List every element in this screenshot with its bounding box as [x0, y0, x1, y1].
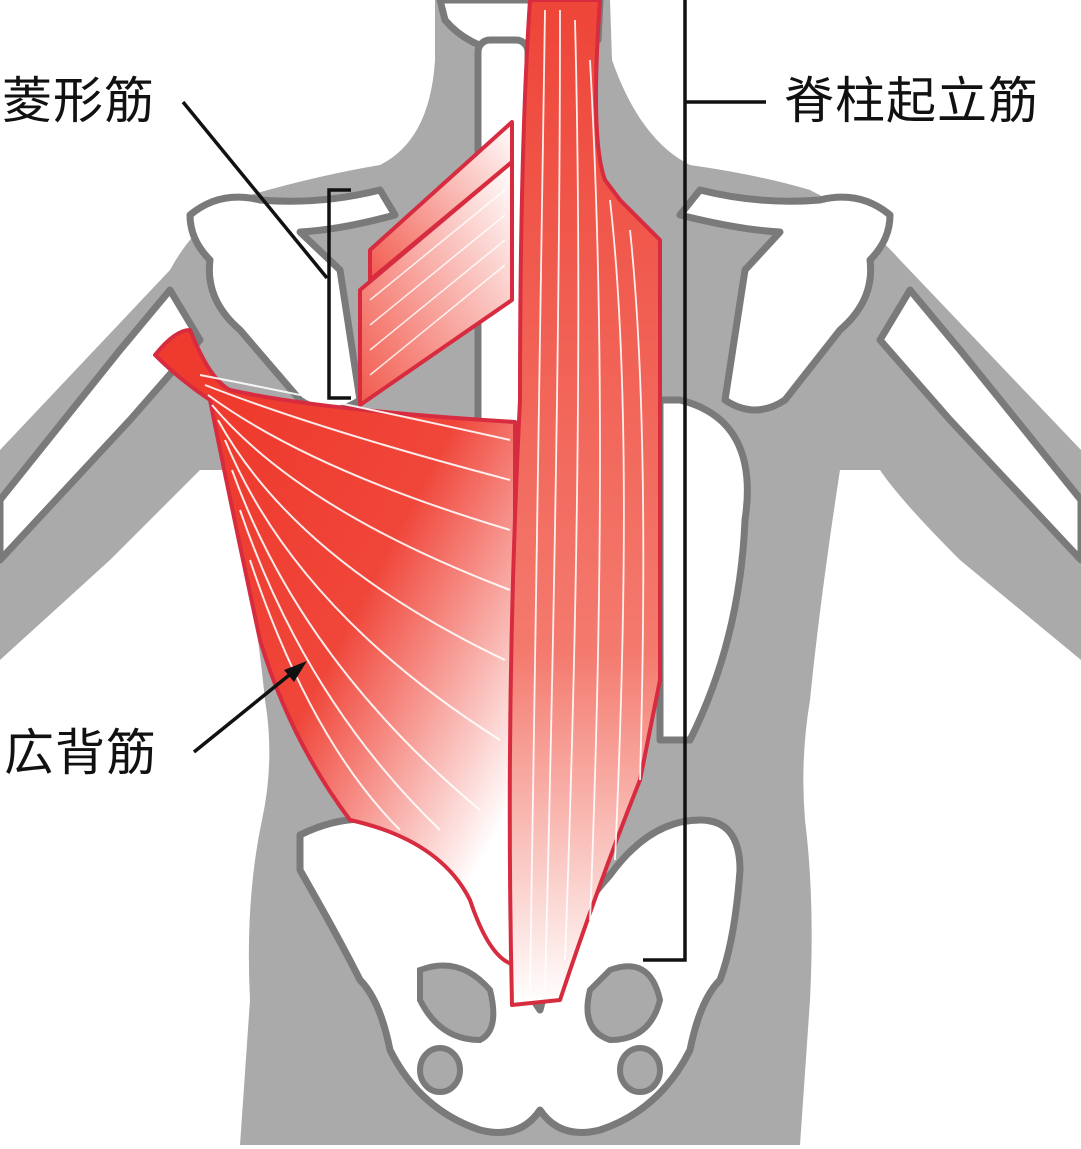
- rhomboid-leader-line: [181, 100, 329, 280]
- rhomboid-muscle: [358, 120, 514, 407]
- pelvis-openings: [417, 962, 664, 1095]
- latissimus-dorsi-muscle: [153, 328, 517, 967]
- erector-bracket: [643, 0, 687, 962]
- leader-lines: [181, 0, 766, 962]
- erector-spinae-label: 脊柱起立筋: [784, 72, 1039, 130]
- rhomboid-bracket: [327, 188, 351, 400]
- rhomboid-label: 菱形筋: [2, 72, 155, 130]
- latissimus-dorsi-label: 広背筋: [4, 724, 157, 782]
- lat-arrow-line: [192, 666, 300, 754]
- erector-spinae-muscle: [507, 0, 662, 1007]
- arrow-head-icon: [284, 661, 307, 682]
